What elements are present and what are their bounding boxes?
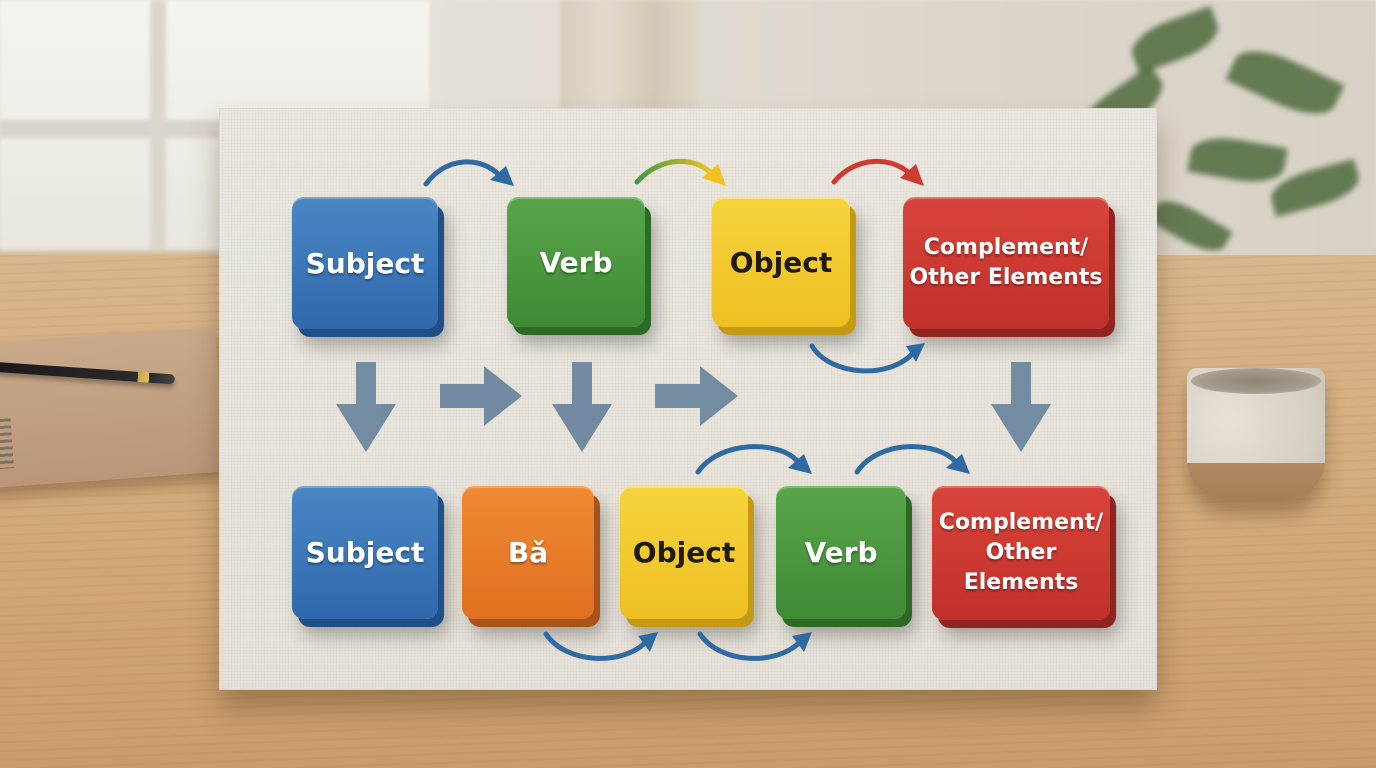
- bottom-ba-block: Bǎ: [462, 486, 594, 619]
- notebook: [0, 326, 225, 489]
- bottom-verb-label: Verb: [804, 536, 878, 569]
- top-verb-block: Verb: [507, 197, 645, 327]
- top-object-label: Object: [729, 245, 833, 279]
- bottom-object-label: Object: [632, 536, 736, 569]
- bottom-subject-label: Subject: [305, 536, 425, 569]
- top-object-block: Object: [712, 197, 850, 327]
- top-complement-block: Complement/ Other Elements: [903, 197, 1109, 329]
- top-verb-label: Verb: [539, 245, 613, 279]
- bottom-subject-block: Subject: [292, 486, 438, 619]
- ceramic-cup: [1187, 368, 1325, 500]
- bottom-complement-block: Complement/ Other Elements: [932, 486, 1110, 620]
- background-curtain: [560, 0, 700, 110]
- top-complement-label: Complement/ Other Elements: [909, 235, 1103, 290]
- bottom-object-block: Object: [620, 486, 748, 619]
- top-subject-block: Subject: [292, 197, 438, 329]
- bottom-complement-label: Complement/ Other Elements: [938, 510, 1104, 595]
- top-subject-label: Subject: [305, 246, 425, 280]
- bottom-verb-block: Verb: [776, 486, 906, 619]
- bottom-ba-label: Bǎ: [507, 536, 549, 569]
